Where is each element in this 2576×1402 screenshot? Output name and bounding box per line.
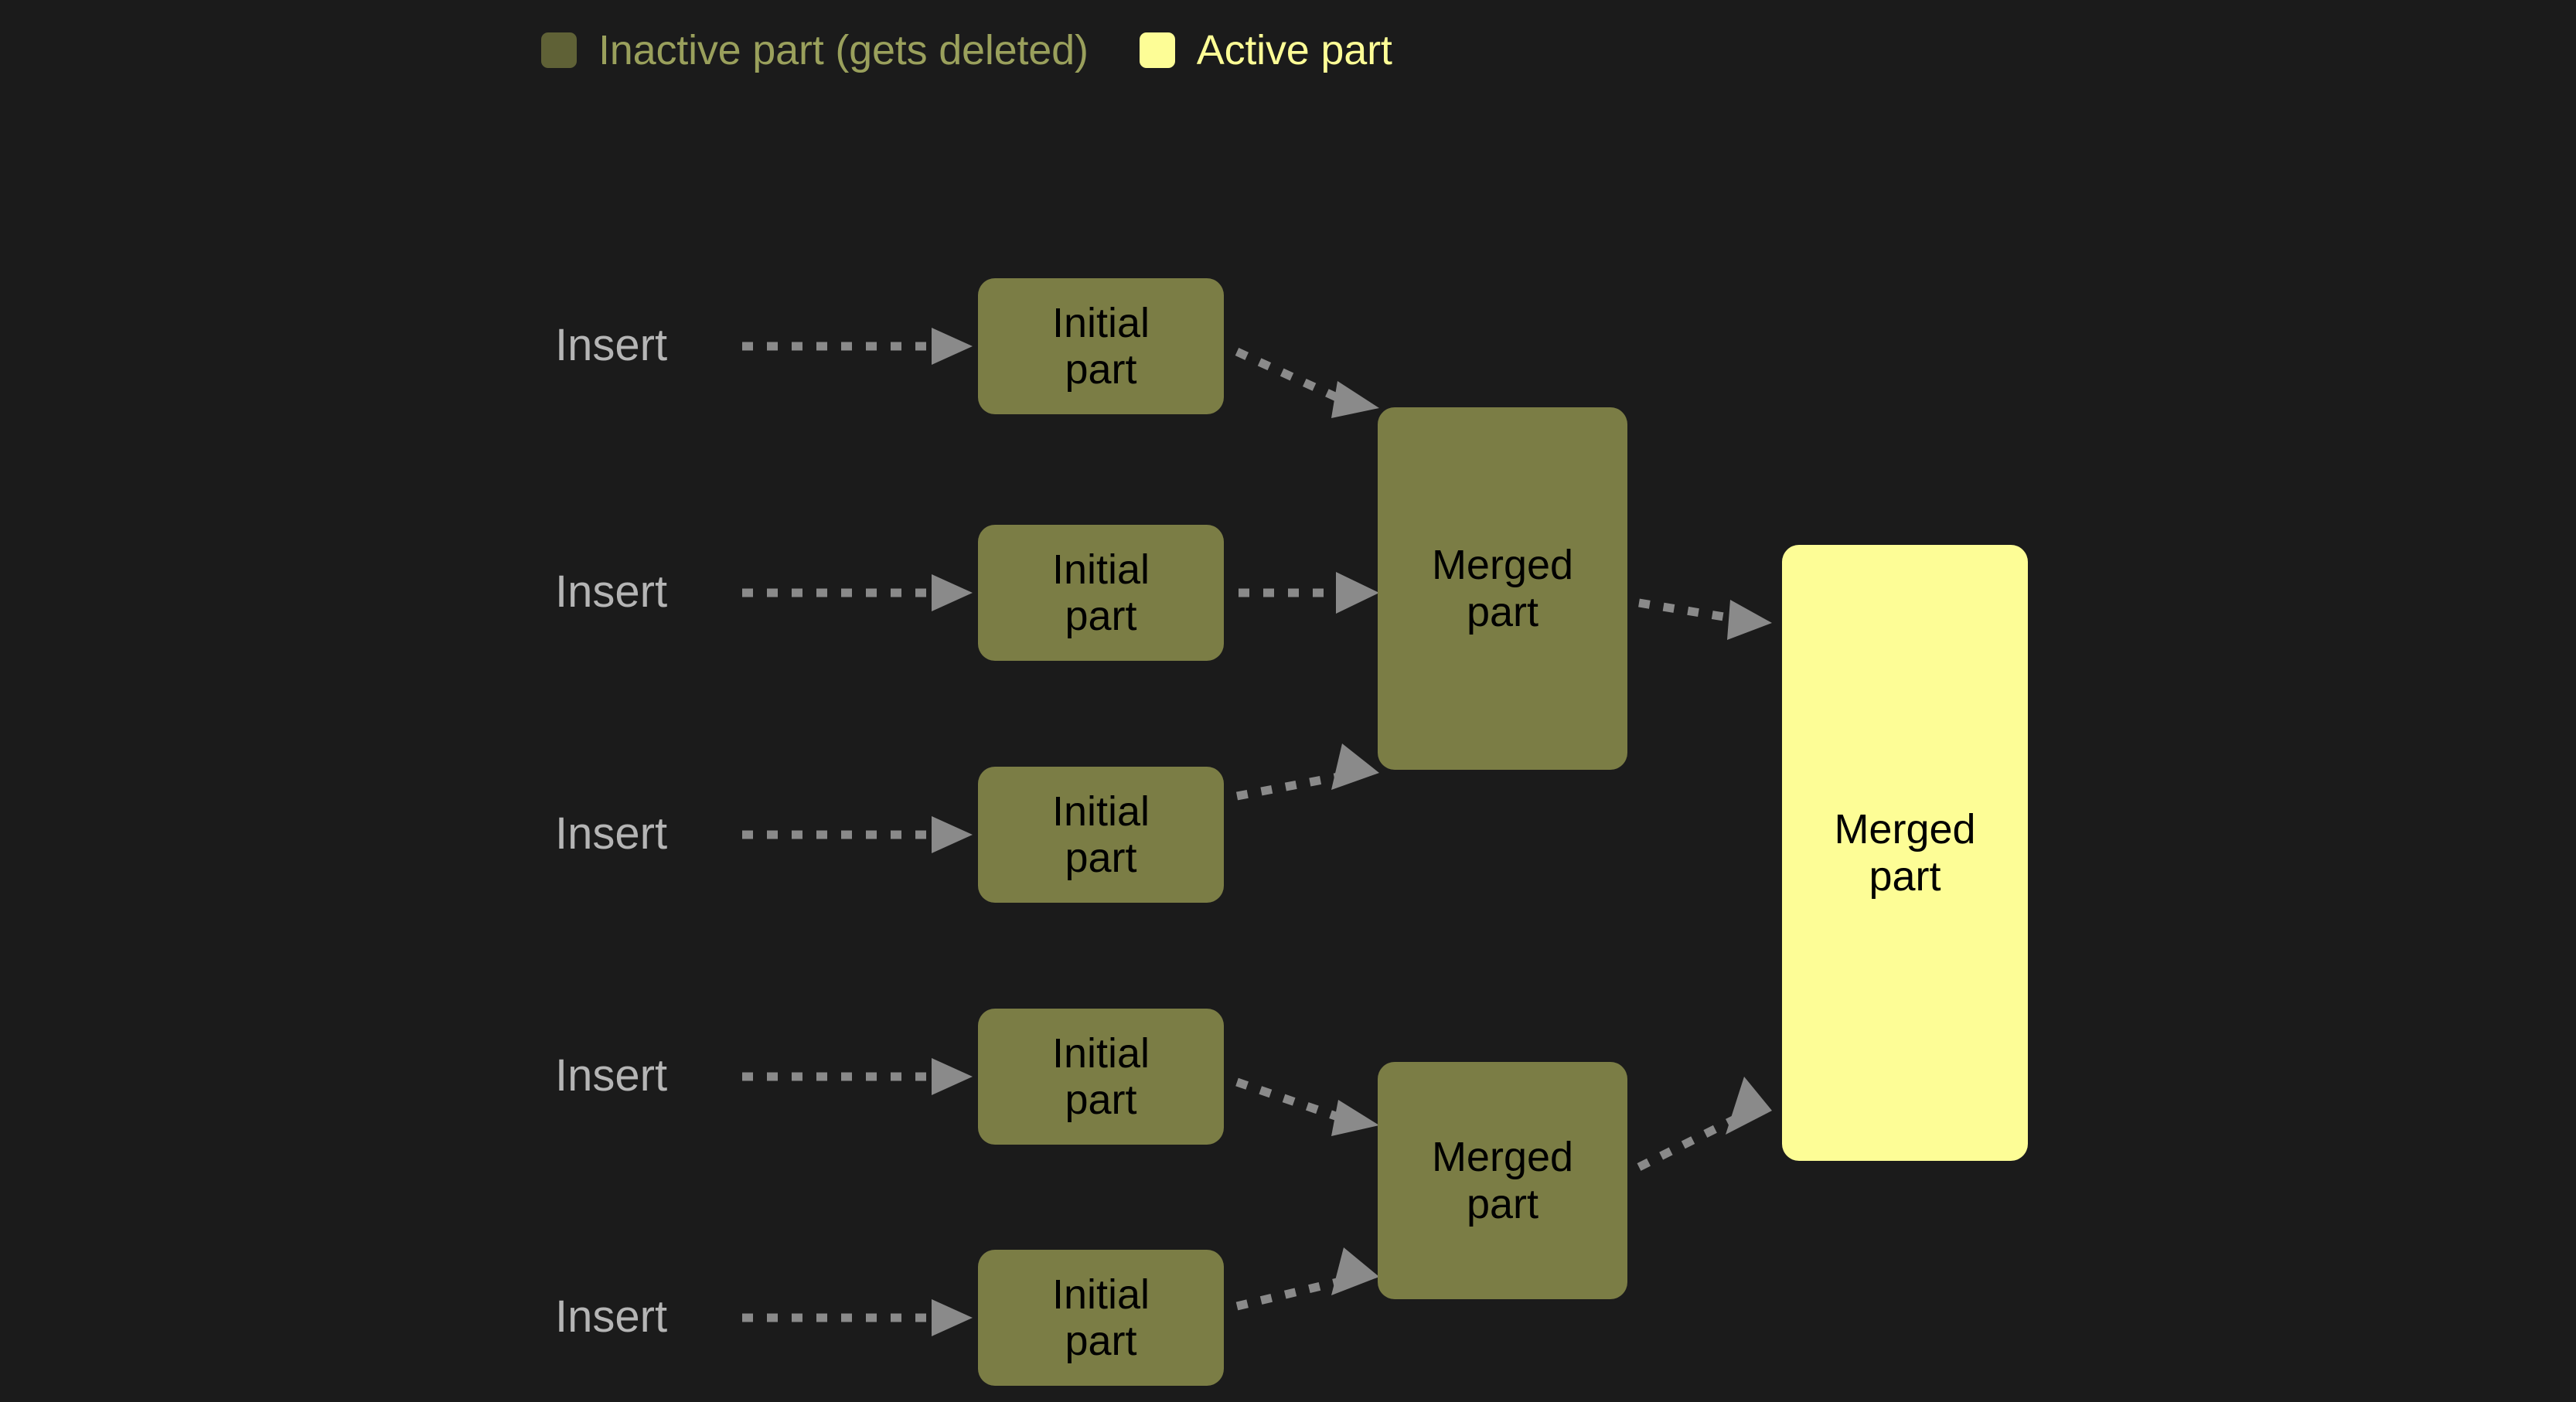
dotted-arrow-icon xyxy=(1637,1077,1772,1171)
initial-part-node-2[interactable]: Initial part xyxy=(978,525,1224,661)
legend: Inactive part (gets deleted) Active part xyxy=(541,23,1392,77)
dotted-arrow-icon xyxy=(1638,598,1772,640)
legend-label-inactive: Inactive part (gets deleted) xyxy=(598,27,1089,73)
legend-label-active: Active part xyxy=(1196,27,1392,73)
merged-part-node-bottom[interactable]: Merged part xyxy=(1378,1062,1627,1299)
insert-label-2: Insert xyxy=(555,567,668,617)
dotted-arrow-icon xyxy=(1235,1077,1379,1136)
dotted-arrow-icon xyxy=(1239,572,1379,614)
dotted-arrow-icon xyxy=(742,1299,973,1336)
insert-label-5: Insert xyxy=(555,1291,668,1342)
dotted-arrow-icon xyxy=(1235,1247,1379,1311)
initial-part-node-3[interactable]: Initial part xyxy=(978,767,1224,903)
square-swatch-icon xyxy=(541,32,577,68)
dotted-arrow-icon xyxy=(1235,347,1379,418)
square-swatch-icon xyxy=(1139,32,1175,68)
dotted-arrow-icon xyxy=(742,574,973,611)
dotted-arrow-icon xyxy=(1235,744,1379,801)
insert-label-4: Insert xyxy=(555,1050,668,1101)
merged-part-node-top[interactable]: Merged part xyxy=(1378,407,1627,770)
dotted-arrow-icon xyxy=(742,328,973,365)
initial-part-node-4[interactable]: Initial part xyxy=(978,1009,1224,1145)
initial-part-node-1[interactable]: Initial part xyxy=(978,278,1224,414)
dotted-arrow-icon xyxy=(742,1058,973,1095)
insert-label-1: Insert xyxy=(555,320,668,370)
legend-entry-inactive: Inactive part (gets deleted) xyxy=(541,29,1089,71)
merged-part-node-final[interactable]: Merged part xyxy=(1782,545,2028,1161)
insert-label-3: Insert xyxy=(555,808,668,859)
legend-entry-active: Active part xyxy=(1139,27,1392,73)
dotted-arrow-icon xyxy=(742,816,973,853)
initial-part-node-5[interactable]: Initial part xyxy=(978,1250,1224,1386)
